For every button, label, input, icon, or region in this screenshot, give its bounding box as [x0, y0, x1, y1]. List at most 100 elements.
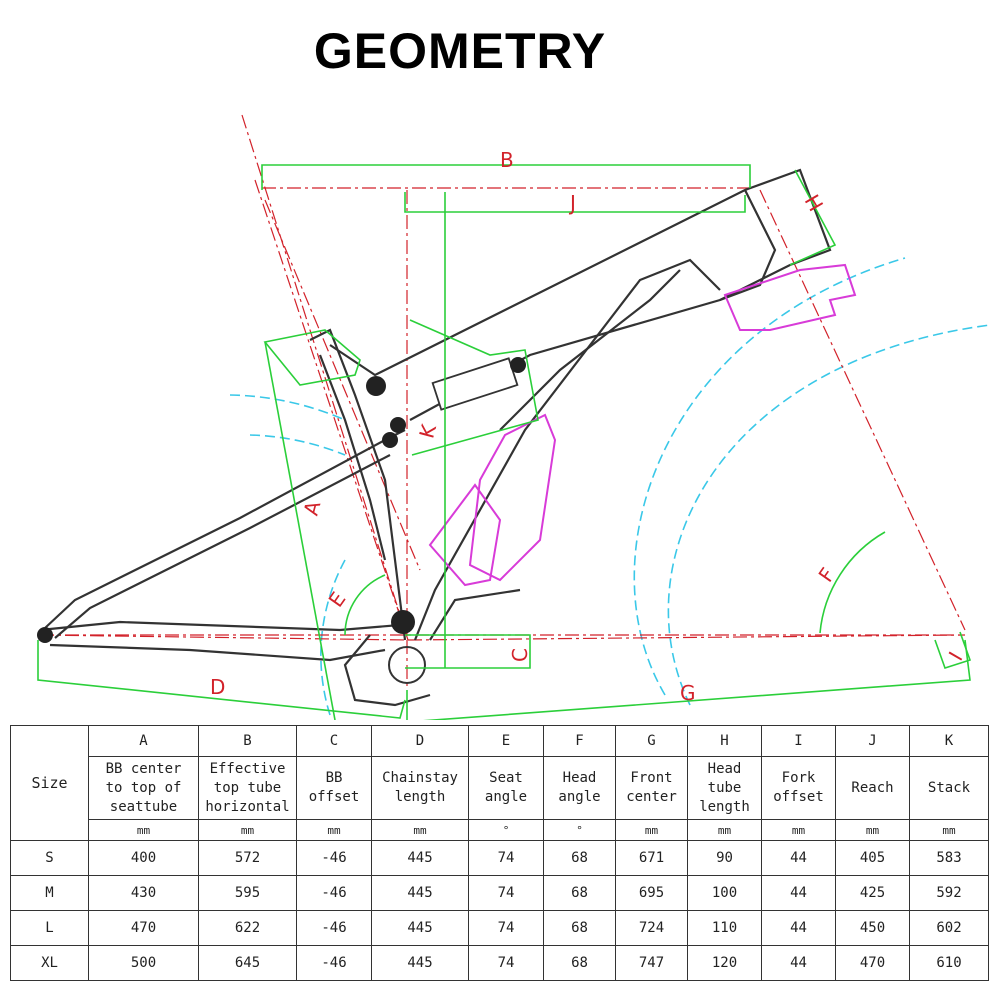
column-name-line: Front	[630, 770, 673, 786]
label-J: J	[568, 191, 576, 215]
column-name-line: Stack	[927, 779, 971, 796]
column-letter-K: K	[909, 725, 989, 757]
column-letter-I: I	[761, 725, 836, 757]
pivots	[37, 376, 415, 643]
value-cell: 645	[198, 945, 297, 981]
column-name-J: Reach	[835, 756, 910, 820]
shock-body	[431, 357, 519, 411]
column-name-line: BB center	[105, 760, 182, 777]
value-cell: 44	[761, 910, 836, 946]
column-unit-G: mm	[615, 819, 688, 841]
value-cell: 74	[468, 875, 544, 911]
column-name-line: angle	[484, 789, 528, 805]
value-cell: 110	[687, 910, 762, 946]
label-K: K	[414, 421, 441, 441]
value-cell: 425	[835, 875, 910, 911]
bottle-cage	[428, 483, 502, 587]
column-name-K: Stack	[909, 756, 989, 820]
chainstay-top	[39, 620, 401, 632]
dim-H-line	[789, 169, 837, 266]
value-cell: 100	[687, 875, 762, 911]
seat-tube-rear	[318, 354, 387, 561]
column-name-line: tube	[707, 779, 742, 796]
wheel-arcs	[229, 257, 991, 716]
value-cell: 671	[615, 840, 688, 876]
column-letter-E: E	[468, 725, 544, 757]
column-letter-D: D	[371, 725, 469, 757]
seat-tube-front	[309, 328, 407, 641]
dim-F-arc	[819, 531, 886, 634]
column-letter-H: H	[687, 725, 762, 757]
value-cell: 695	[615, 875, 688, 911]
dim-G-line	[406, 639, 971, 720]
column-name-line: horizontal	[205, 798, 290, 815]
value-cell: 602	[909, 910, 989, 946]
value-cell: 68	[543, 875, 616, 911]
column-letter-B: B	[198, 725, 297, 757]
column-name-G: Front center	[615, 756, 688, 820]
label-A: A	[299, 498, 326, 518]
down-tube-inner	[499, 269, 681, 431]
value-cell: 470	[88, 910, 199, 946]
column-unit-F: °	[543, 819, 616, 841]
value-cell: 500	[88, 945, 199, 981]
column-name-line: offset	[773, 789, 824, 805]
value-cell: 44	[761, 945, 836, 981]
column-name-line: Seat	[489, 770, 523, 786]
head-tube	[719, 189, 777, 302]
value-cell: 592	[909, 875, 989, 911]
value-cell: 610	[909, 945, 989, 981]
column-name-line: Head	[707, 760, 742, 777]
rear-axle	[37, 627, 53, 643]
seat-tube-axis	[241, 114, 409, 641]
value-cell: 68	[543, 945, 616, 981]
seat-angle-line	[264, 199, 421, 571]
rear-wheel-arc-inner	[249, 434, 346, 456]
dim-B-line	[261, 164, 751, 190]
column-name-line: angle	[558, 789, 601, 805]
column-unit-J: mm	[835, 819, 910, 841]
value-cell: -46	[296, 840, 372, 876]
value-cell: -46	[296, 910, 372, 946]
dim-I-box	[934, 631, 972, 669]
dim-A-top	[263, 329, 361, 386]
dimension-letters: B J H K A E C D G F I	[210, 148, 967, 705]
dim-K-box	[409, 319, 539, 456]
value-cell: 622	[198, 910, 297, 946]
column-name-line: top tube	[213, 779, 282, 796]
value-cell: 74	[468, 945, 544, 981]
label-I: I	[944, 648, 968, 665]
label-B: B	[500, 148, 514, 172]
value-cell: 44	[761, 840, 836, 876]
chainstay-axis	[39, 634, 409, 641]
bb-cutout	[343, 634, 431, 707]
top-tube	[329, 168, 832, 421]
value-cell: 572	[198, 840, 297, 876]
column-name-line: center	[626, 789, 677, 805]
front-center-axis	[407, 634, 966, 641]
value-cell: -46	[296, 875, 372, 911]
column-unit-K: mm	[909, 819, 989, 841]
rear-wheel-arc-lower	[320, 559, 346, 716]
column-name-line: BB	[325, 770, 343, 786]
column-unit-A: mm	[88, 819, 199, 841]
front-wheel-arc-inner	[633, 257, 906, 696]
frame-outline	[39, 168, 832, 707]
size-cell: M	[10, 875, 89, 911]
size-cell: S	[10, 840, 89, 876]
dimension-lines	[37, 164, 972, 720]
column-letter-J: J	[835, 725, 910, 757]
rear-wheel-arc-outer	[229, 394, 346, 421]
value-cell: 430	[88, 875, 199, 911]
